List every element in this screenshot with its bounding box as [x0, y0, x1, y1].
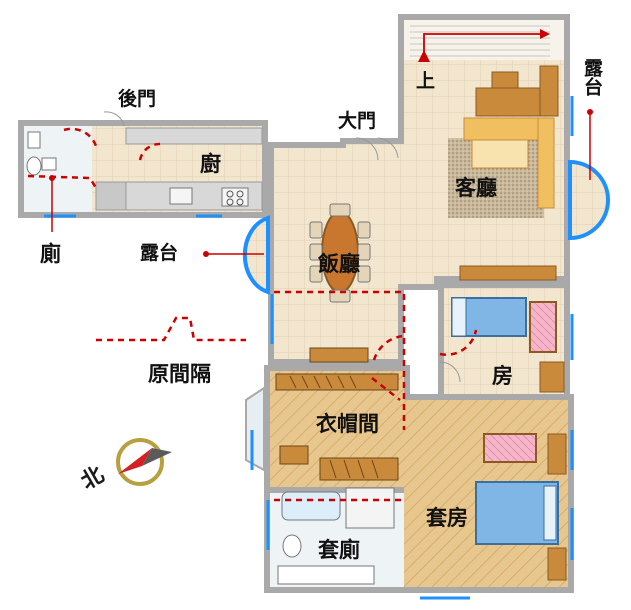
staircase — [410, 25, 550, 62]
label-kitchen: 廚 — [200, 152, 221, 176]
label-toilet: 廁 — [40, 242, 61, 266]
bedroom-furniture — [451, 265, 565, 393]
label-balcony-right: 露台 — [581, 58, 603, 96]
left-balcony — [242, 215, 270, 295]
label-up: 上 — [416, 70, 436, 92]
original-partition-lines — [27, 127, 478, 502]
label-back-door: 後門 — [118, 88, 157, 110]
label-balcony-left: 露台 — [140, 242, 179, 264]
dining-set — [309, 203, 371, 303]
label-master-bedroom: 套房 — [426, 506, 468, 530]
doors — [103, 111, 461, 383]
label-original-partition: 原間隔 — [148, 362, 211, 386]
callout-markers — [49, 109, 593, 257]
label-main-door: 大門 — [338, 110, 377, 132]
label-bedroom: 房 — [492, 364, 513, 388]
living-room-furniture — [448, 65, 559, 218]
cloakroom-furniture — [245, 347, 399, 481]
kitchen-counter — [95, 127, 263, 211]
north-compass-icon — [116, 438, 172, 486]
ensuite-fixtures — [277, 487, 395, 585]
label-ensuite-bath: 套廁 — [318, 538, 360, 562]
master-bed — [475, 433, 567, 581]
label-dining-room: 飯廳 — [318, 252, 360, 276]
label-living-room: 客廳 — [455, 176, 497, 200]
label-cloakroom: 衣帽間 — [316, 412, 379, 436]
windows — [44, 96, 574, 600]
right-balcony — [568, 159, 610, 241]
